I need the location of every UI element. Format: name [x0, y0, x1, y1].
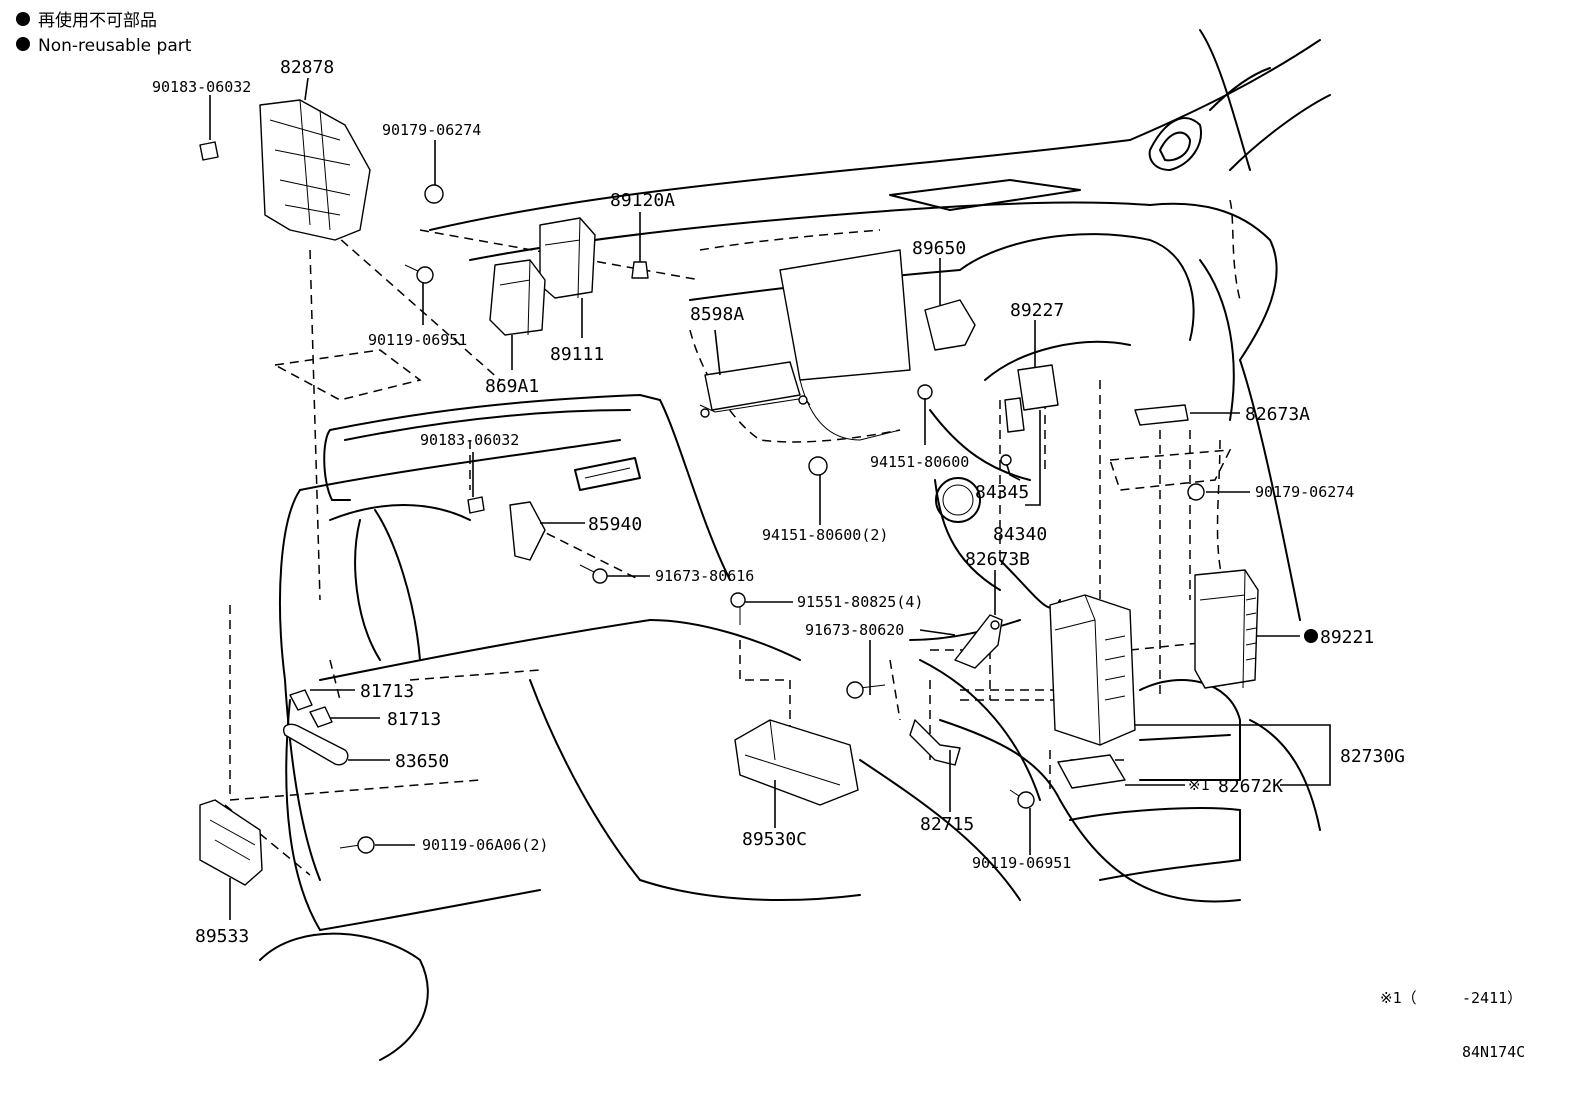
leader-lines [209, 77, 1331, 920]
clip-icon [467, 496, 485, 514]
part-label-82673A[interactable]: 82673A [1245, 404, 1310, 425]
legend: 再使用不可部品 Non-reusable part [16, 10, 192, 56]
non-reusable-bullet-icon [16, 37, 30, 51]
part-label-89221[interactable]: 89221 [1320, 627, 1374, 648]
clip-icon [1000, 454, 1012, 466]
module-8598A [699, 361, 811, 418]
bracket-82715 [909, 719, 961, 766]
part-label-90183-06032[interactable]: 90183-06032 [152, 78, 251, 96]
clip-icon [289, 689, 313, 711]
bracket-82673A [1134, 404, 1189, 426]
part-label-90119-06951-lower[interactable]: 90119-06951 [972, 854, 1071, 872]
part-label-90183-06032-mid[interactable]: 90183-06032 [420, 431, 519, 449]
part-label-90179-06274-right[interactable]: 90179-06274 [1255, 483, 1354, 501]
hidden-outlines [224, 199, 1241, 876]
relay-block-82730G [1049, 594, 1136, 746]
screw-icon [592, 568, 608, 584]
bracket-82673B [954, 614, 1003, 669]
part-label-89530C[interactable]: 89530C [742, 829, 807, 850]
module-869A1 [489, 259, 546, 336]
part-label-82673B[interactable]: 82673B [965, 549, 1030, 570]
part-label-89111[interactable]: 89111 [550, 344, 604, 365]
part-label-85940[interactable]: 85940 [588, 514, 642, 535]
sensor-89120A [631, 261, 649, 279]
part-label-81713-a[interactable]: 81713 [360, 681, 414, 702]
part-drawings [199, 99, 1259, 886]
legend-en-label: Non-reusable part [38, 36, 192, 56]
legend-jp-label: 再使用不可部品 [38, 10, 157, 31]
part-label-81713-b[interactable]: 81713 [387, 709, 441, 730]
screw-icon [846, 681, 864, 699]
damper-83650 [283, 723, 349, 766]
footnote-mark: ※1（ [1380, 989, 1417, 1007]
nut-icon [1187, 483, 1205, 501]
part-82878-bracket [259, 99, 371, 241]
clip-icon [808, 456, 828, 476]
part-89227 [1017, 364, 1059, 411]
module-89111 [539, 217, 596, 299]
bolt-icon [1017, 791, 1035, 809]
part-label-82878[interactable]: 82878 [280, 57, 334, 78]
part-label-84345[interactable]: 84345 [975, 482, 1029, 503]
switch-84345 [1004, 397, 1025, 433]
part-note-mark: ※1 [1188, 776, 1210, 794]
cover-82672K [1057, 754, 1126, 789]
part-label-90119-06A06-2[interactable]: 90119-06A06(2) [422, 836, 548, 854]
dashboard-outline [259, 29, 1331, 1061]
part-label-82672K[interactable]: 82672K [1218, 776, 1283, 797]
bolt-icon [357, 836, 375, 854]
part-label-869A1[interactable]: 869A1 [485, 376, 539, 397]
non-reusable-bullet-icon [1304, 629, 1318, 643]
part-labels: 82878 90183-06032 90179-06274 90119-0695… [152, 57, 1405, 947]
part-label-89533[interactable]: 89533 [195, 926, 249, 947]
footnote-range: -2411） [1462, 989, 1522, 1007]
part-label-94151-80600[interactable]: 94151-80600 [870, 453, 969, 471]
non-reusable-bullet-icon [16, 12, 30, 26]
part-85940 [509, 501, 546, 561]
ecu-89221 [1194, 569, 1259, 689]
part-label-83650[interactable]: 83650 [395, 751, 449, 772]
part-label-91673-80616[interactable]: 91673-80616 [655, 567, 754, 585]
bolt-icon [404, 264, 434, 284]
part-label-94151-80600-2[interactable]: 94151-80600(2) [762, 526, 888, 544]
clip-icon [917, 384, 933, 400]
part-label-89120A[interactable]: 89120A [610, 190, 675, 211]
part-label-82730G[interactable]: 82730G [1340, 746, 1405, 767]
clip-icon [199, 141, 219, 161]
figure-id: 84N174C [1462, 1043, 1525, 1061]
module-89530C [734, 719, 859, 806]
part-label-91551-80825-4[interactable]: 91551-80825(4) [797, 593, 923, 611]
nut-icon [424, 184, 444, 204]
clip-icon [309, 706, 333, 728]
part-label-84340[interactable]: 84340 [993, 524, 1047, 545]
part-label-89227[interactable]: 89227 [1010, 300, 1064, 321]
part-label-89650[interactable]: 89650 [912, 238, 966, 259]
part-89650 [924, 299, 976, 351]
part-label-8598A[interactable]: 8598A [690, 304, 744, 325]
bracket-89533 [199, 799, 263, 886]
part-label-91673-80620[interactable]: 91673-80620 [805, 621, 904, 639]
part-label-82715[interactable]: 82715 [920, 814, 974, 835]
bolt-icon [730, 592, 746, 608]
part-label-90119-06951[interactable]: 90119-06951 [368, 331, 467, 349]
part-label-90179-06274[interactable]: 90179-06274 [382, 121, 481, 139]
